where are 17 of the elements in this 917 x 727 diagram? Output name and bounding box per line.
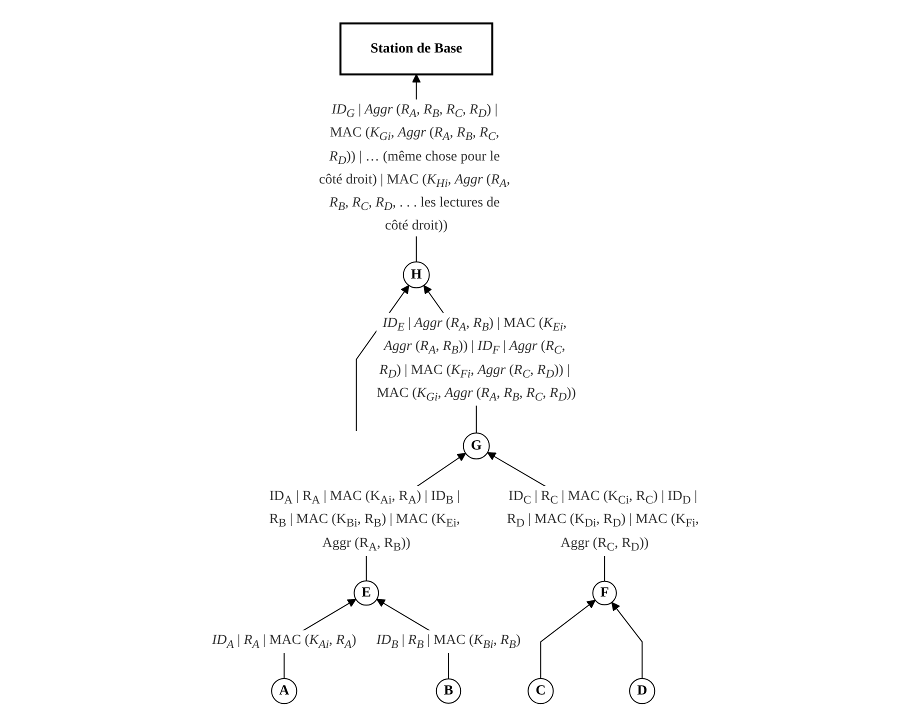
node-box: Station de Base xyxy=(340,22,494,76)
node-circle: H xyxy=(403,261,430,288)
node-circle: G xyxy=(463,432,490,460)
node-circle: C xyxy=(528,678,554,704)
edge-label: ID$_{B}$ | R$_{B}$ | MAC (K$_{Bi}$, R$_{B}$) xyxy=(376,633,521,651)
arrow xyxy=(540,600,596,679)
edge-label: ID$_{A}$ | R$_{A}$ | MAC (K$_{Ai}$, R$_{A}$) | ID$_{B}$ | R$_{B}$ | MAC (K$_{Bi}$, R$_{B}$) | MAC (K$_{Ei}$, Aggr (R$_{A}$, R$_{B}$)) xyxy=(269,488,460,554)
edge-label: ID$_{E}$ | Aggr (R$_{A}$, R$_{B}$) | MAC (K$_{Ei}$, Aggr (R$_{A}$, R$_{B}$)) | ID$_{F}$ | Aggr (R$_{C}$, R$_{D}$) | MAC (K$_{Fi}$, Aggr (R$_{C}$, R$_{D}$)) | MAC (K$_{Gi}$, Aggr (R$_{A}$, R$_{B}$, R$_{C}$, R$_{D}$)) xyxy=(376,316,576,404)
node-circle: E xyxy=(354,580,380,606)
arrow xyxy=(612,602,643,679)
edge-label: ID$_{A}$ | R$_{A}$ | MAC (K$_{Ai}$, R$_{A}$) xyxy=(212,633,357,651)
edge-label: ID$_{G}$ | Aggr (R$_{A}$, R$_{B}$, R$_{C}$, R$_{D}$) | MAC (K$_{Gi}$, Aggr (R$_{A}$, R$_{B}$, R$_{C}$, R$_{D}$)) | … (même chose pour le côté droit) | MAC (K$_{Hi}$, Aggr (R$_{A}$, R$_{B}$, R$_{C}$, R$_{D}$, . . . les lectures de côté droit)) xyxy=(319,102,510,234)
node-circle: D xyxy=(629,678,656,704)
edge-label: ID$_{C}$ | R$_{C}$ | MAC (K$_{Ci}$, R$_{C}$) | ID$_{D}$ | R$_{D}$ | MAC (K$_{Di}$, R$_{D}$) | MAC (K$_{Fi}$, Aggr (R$_{C}$, R$_{D}$)) xyxy=(507,488,700,554)
node-circle: B xyxy=(436,678,462,704)
node-circle: A xyxy=(271,678,298,704)
node-circle: F xyxy=(592,580,618,606)
